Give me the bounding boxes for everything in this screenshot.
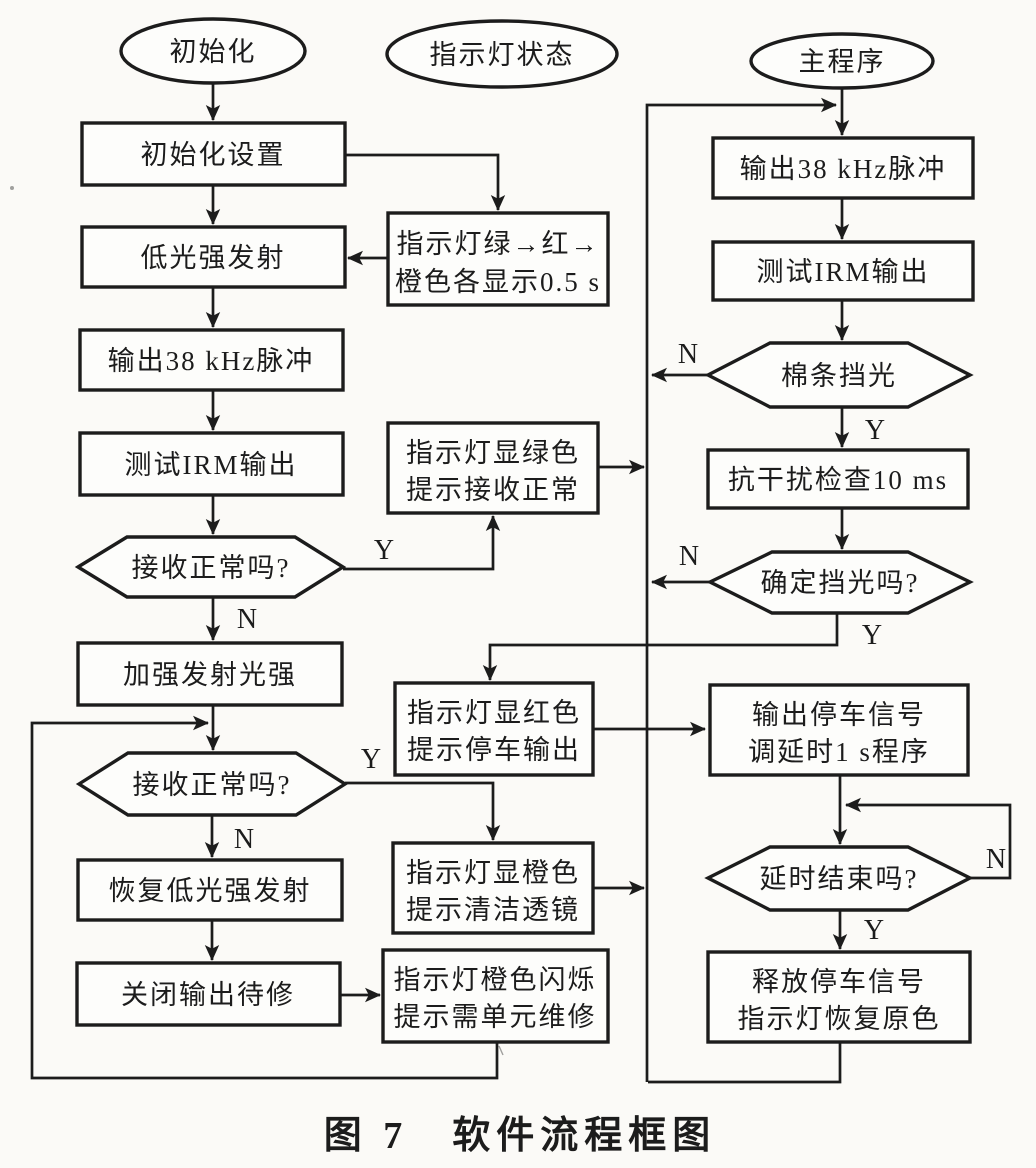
label-recv1-no: N: [237, 604, 257, 635]
label-led-init-seq-line1: 指示灯绿→红→: [397, 229, 600, 259]
scan-speck: [10, 186, 14, 190]
edge-setup-to-ledseq: [345, 153, 506, 211]
node-release: [706, 950, 972, 1044]
node-anti-jam: [706, 448, 970, 510]
label-main-program-terminal: 主程序: [799, 47, 886, 77]
edge-recv2-yes-to-ledorange: [345, 781, 501, 841]
edge-delay-no-loop: [845, 797, 1012, 880]
edge-return-bus-to-main: [645, 97, 837, 1082]
label-led-blink-line2: 提示需单元维修: [394, 1002, 597, 1032]
node-recv-ok-1: [74, 535, 347, 599]
label-stop-signal-line2: 调延时1 s程序: [748, 737, 930, 767]
label-output-pulse-left: 输出38 kHz脉冲: [108, 346, 315, 376]
figure-caption: 图 7 软件流程框图: [324, 1115, 717, 1157]
node-sliver-block: [704, 341, 974, 409]
label-release-line1: 释放停车信号: [752, 967, 926, 997]
node-led-blink: [381, 948, 610, 1044]
label-confirm-yes: Y: [862, 620, 882, 651]
label-boost-emit: 加强发射光强: [123, 660, 297, 690]
label-led-init-seq-line2: 橙色各显示0.5 s: [395, 267, 601, 297]
flowchart-edges: [30, 83, 1012, 1084]
label-confirm-no: N: [679, 541, 699, 572]
label-recv2-yes: Y: [361, 744, 381, 775]
label-release-line2: 指示灯恢复原色: [738, 1004, 941, 1034]
label-sliver-yes: Y: [865, 415, 885, 446]
label-output-pulse-right: 输出38 kHz脉冲: [740, 154, 947, 184]
label-close-output: 关闭输出待修: [121, 980, 295, 1010]
node-boost-emit: [76, 641, 344, 707]
node-output-pulse-right: [711, 136, 975, 200]
flowchart-branch-labels: Y N Y N N Y N Y N Y: [234, 339, 1006, 946]
node-restore-low-emit: [76, 858, 344, 922]
node-led-init-seq: [386, 211, 610, 307]
edge-confirm-yes-to-ledred: [482, 613, 839, 681]
label-recv2-no: N: [234, 824, 254, 855]
label-restore-low-emit: 恢复低光强发射: [109, 876, 312, 906]
label-led-orange-line2: 提示清洁透镜: [406, 895, 580, 925]
scan-speck: [498, 1045, 504, 1056]
label-delay-done: 延时结束吗?: [760, 864, 919, 894]
label-delay-no: N: [986, 844, 1006, 875]
label-delay-yes: Y: [864, 915, 884, 946]
node-test-irm-right: [711, 240, 975, 302]
label-recv1-yes: Y: [374, 535, 394, 566]
node-indicator-status-terminal: [385, 19, 619, 89]
label-stop-signal-line1: 输出停车信号: [752, 700, 926, 730]
label-led-green-line1: 指示灯显绿色: [406, 438, 580, 468]
node-led-red: [393, 681, 595, 777]
node-close-output: [75, 961, 342, 1027]
node-test-irm-left: [78, 431, 345, 497]
label-sliver-no: N: [678, 339, 698, 370]
node-confirm-block: [706, 550, 974, 615]
label-low-emit: 低光强发射: [141, 243, 286, 273]
flowchart-nodes: [74, 17, 975, 1044]
label-led-blink-line1: 指示灯橙色闪烁: [394, 965, 597, 995]
node-output-pulse-left: [78, 328, 345, 392]
label-led-green-line2: 提示接收正常: [406, 475, 580, 505]
label-recv-ok-1: 接收正常吗?: [132, 553, 291, 583]
label-test-irm-right: 测试IRM输出: [756, 257, 929, 287]
label-anti-jam: 抗干扰检查10 ms: [728, 465, 948, 495]
label-indicator-status-terminal: 指示灯状态: [430, 40, 575, 70]
label-test-irm-left: 测试IRM输出: [124, 450, 297, 480]
label-led-red-line2: 提示停车输出: [407, 735, 581, 765]
label-init-terminal: 初始化: [170, 37, 257, 67]
node-led-green: [386, 421, 600, 515]
edge-recv1-yes-to-ledgreen: [343, 515, 501, 571]
label-recv-ok-2: 接收正常吗?: [133, 770, 292, 800]
edge-release-to-bus: [648, 1042, 842, 1084]
label-confirm-block: 确定挡光吗?: [761, 568, 920, 598]
label-sliver-block: 棉条挡光: [781, 361, 897, 391]
label-led-orange-line1: 指示灯显橙色: [406, 858, 580, 888]
label-init-setup: 初始化设置: [141, 140, 286, 170]
label-led-red-line1: 指示灯显红色: [407, 698, 581, 728]
flowchart-node-labels: 初始化 指示灯状态 主程序 初始化设置 低光强发射 输出38 kHz脉冲 测试I…: [108, 37, 948, 1034]
edge-ledblink-loop-to-recv2: [30, 715, 499, 1080]
